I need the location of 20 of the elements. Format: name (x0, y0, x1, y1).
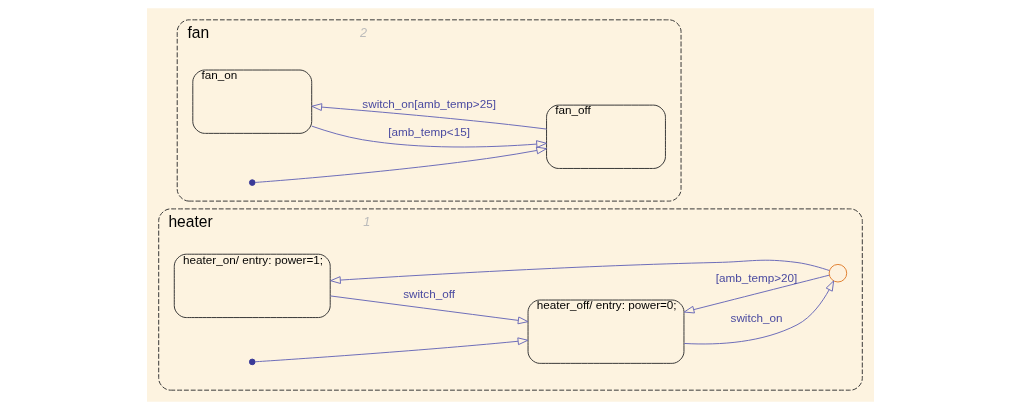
edge-label: [amb_temp<15] (388, 125, 470, 139)
edge-label: switch_off (403, 287, 456, 301)
node-circle (828, 263, 848, 283)
arrow (254, 146, 548, 183)
arrow (683, 274, 830, 314)
edge-label: switch_on[amb_temp>25] (362, 97, 496, 111)
node-box: fan_on (192, 69, 313, 134)
arrow (311, 103, 547, 130)
node-box: heater_on/ entry: power=1; (173, 253, 331, 319)
node-box: fan_off (546, 104, 666, 169)
arrow (330, 259, 830, 284)
arrow (329, 295, 529, 325)
arrow (311, 125, 547, 148)
node-dot (248, 358, 256, 366)
edge-label: [amb_temp>20] (715, 270, 798, 284)
node-box: heater_off/ entry: power=0; (527, 299, 685, 364)
node-dot (248, 179, 256, 186)
edge-label: switch_on (730, 310, 783, 324)
arrow (254, 337, 529, 363)
arrow (683, 280, 835, 345)
